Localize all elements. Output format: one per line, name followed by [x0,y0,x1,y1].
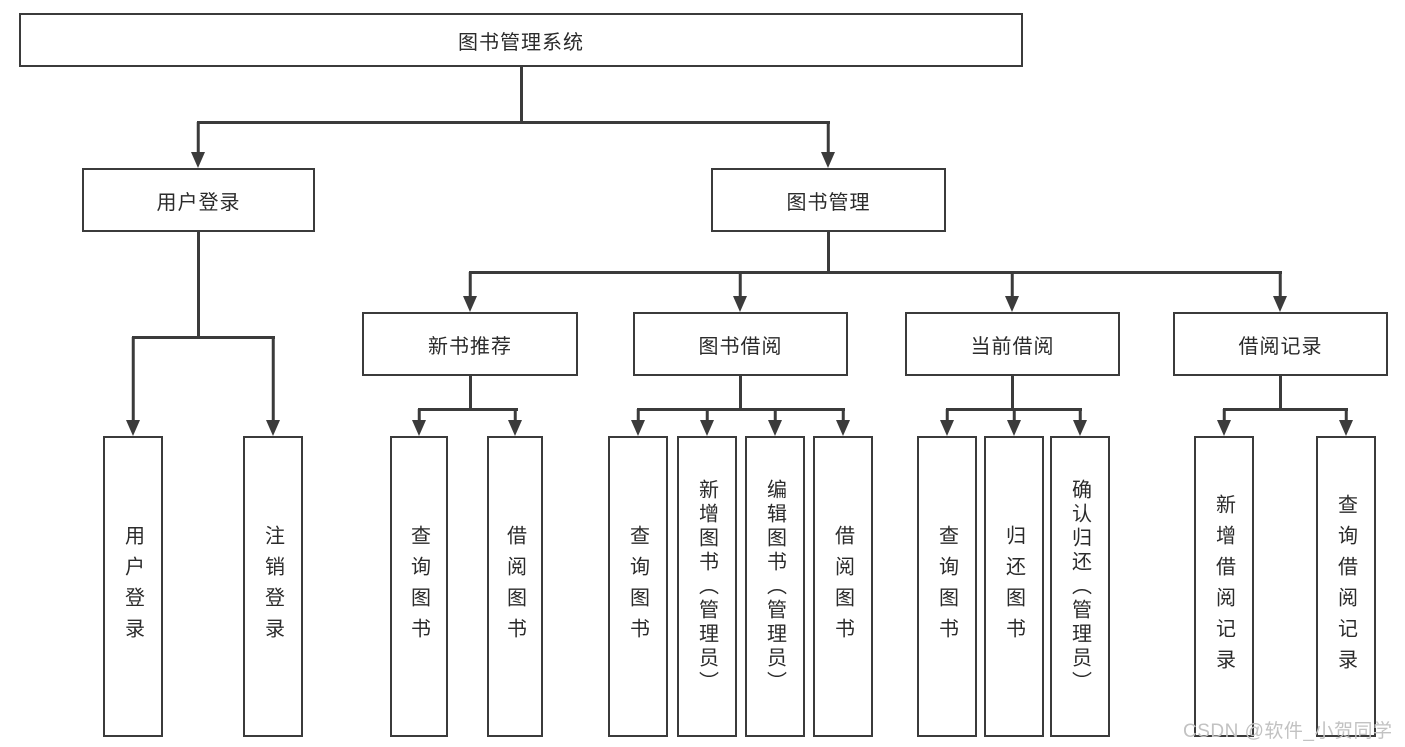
connector-book-borrow-stem [739,376,742,410]
leaf-cb-return-book-label: 归还图书 [1002,524,1025,649]
connector-borrow-records-hbar [1223,408,1348,411]
arrow-br-add-record [1216,409,1232,436]
leaf-bb-borrow-books-label: 借阅图书 [831,524,854,649]
leaf-cb-query-books-label: 查询图书 [935,524,958,649]
leaf-cb-query-books: 查询图书 [917,436,977,737]
node-root: 图书管理系统 [19,13,1023,67]
node-book-management-label: 图书管理 [786,191,871,214]
arrow-bb-edit-book [767,409,783,436]
arrow-to-leaf-logout [265,337,281,436]
arrow-to-book-borrow [732,272,748,312]
arrow-to-borrow-records [1272,272,1288,312]
connector-new-book-stem [469,376,472,410]
leaf-bb-query-books: 查询图书 [608,436,668,737]
connector-root-stem [520,67,523,123]
arrow-cb-return-book [1006,409,1022,436]
node-user-login-label: 用户登录 [156,191,241,214]
leaf-nb-query-books: 查询图书 [390,436,448,737]
connector-level2-hbar [469,271,1282,274]
arrow-to-leaf-user-login [125,337,141,436]
node-new-book-recommend: 新书推荐 [362,312,578,376]
node-borrow-records-label: 借阅记录 [1238,335,1323,358]
node-current-borrow-label: 当前借阅 [970,335,1055,358]
arrow-br-query-record [1338,409,1354,436]
leaf-nb-borrow-books-label: 借阅图书 [503,524,526,649]
leaf-bb-query-books-label: 查询图书 [626,524,649,649]
arrow-to-new-book-recommend [462,272,478,312]
leaf-user-login-label: 用户登录 [121,524,144,649]
connector-user-login-stem [197,232,200,338]
arrow-to-current-borrow [1004,272,1020,312]
arrow-cb-query-books [939,409,955,436]
leaf-cb-confirm-return-admin: 确认归还（管理员） [1050,436,1110,737]
leaf-cb-return-book: 归还图书 [984,436,1044,737]
arrow-bb-query-books [630,409,646,436]
node-user-login: 用户登录 [82,168,315,232]
leaf-br-add-record: 新增借阅记录 [1194,436,1254,737]
connector-book-borrow-hbar [637,408,845,411]
connector-current-borrow-stem [1011,376,1014,410]
node-root-label: 图书管理系统 [458,31,584,54]
node-book-management: 图书管理 [711,168,946,232]
node-borrow-records: 借阅记录 [1173,312,1388,376]
arrow-nb-query-books [411,409,427,436]
connector-new-book-hbar [418,408,518,411]
connector-user-login-hbar [132,336,275,339]
arrow-to-book-management [820,122,836,168]
leaf-logout: 注销登录 [243,436,303,737]
arrow-to-user-login [190,122,206,168]
node-book-borrow-label: 图书借阅 [698,335,783,358]
leaf-bb-edit-book-admin-label: 编辑图书（管理员） [763,478,786,695]
leaf-br-add-record-label: 新增借阅记录 [1212,493,1235,680]
node-book-borrow: 图书借阅 [633,312,848,376]
leaf-nb-query-books-label: 查询图书 [407,524,430,649]
connector-book-management-stem [827,232,830,273]
arrow-cb-confirm-return [1072,409,1088,436]
arrow-nb-borrow-books [507,409,523,436]
arrow-bb-add-book [699,409,715,436]
leaf-bb-add-book-admin: 新增图书（管理员） [677,436,737,737]
leaf-bb-edit-book-admin: 编辑图书（管理员） [745,436,805,737]
leaf-cb-confirm-return-admin-label: 确认归还（管理员） [1068,478,1091,695]
connector-borrow-records-stem [1279,376,1282,410]
leaf-br-query-record-label: 查询借阅记录 [1334,493,1357,680]
watermark: CSDN @软件_小贺同学 [1183,721,1393,742]
leaf-bb-add-book-admin-label: 新增图书（管理员） [695,478,718,695]
arrow-bb-borrow-books [835,409,851,436]
leaf-logout-label: 注销登录 [261,524,284,649]
leaf-bb-borrow-books: 借阅图书 [813,436,873,737]
leaf-nb-borrow-books: 借阅图书 [487,436,543,737]
node-new-book-recommend-label: 新书推荐 [428,335,512,358]
node-current-borrow: 当前借阅 [905,312,1120,376]
leaf-br-query-record: 查询借阅记录 [1316,436,1376,737]
connector-root-hbar [197,121,830,124]
leaf-user-login: 用户登录 [103,436,163,737]
